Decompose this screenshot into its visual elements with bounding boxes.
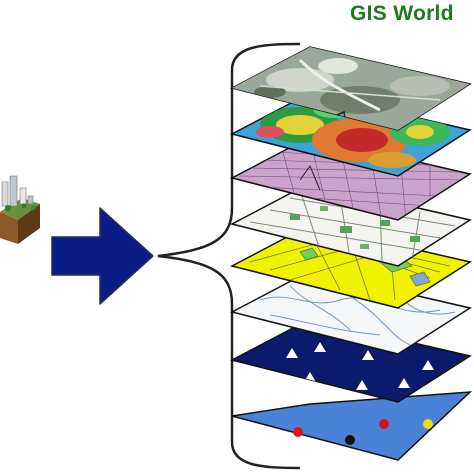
city-block-3d-icon: [0, 175, 40, 244]
curly-brace-icon: [157, 42, 301, 470]
right-arrow-icon: [51, 207, 154, 305]
hydrography-layer: [229, 270, 472, 355]
point-features-layer: [229, 318, 472, 403]
elevation-raster-layer: [229, 92, 472, 177]
boundary-features-layer: [231, 391, 473, 461]
diagram-title: GIS World: [350, 2, 454, 25]
